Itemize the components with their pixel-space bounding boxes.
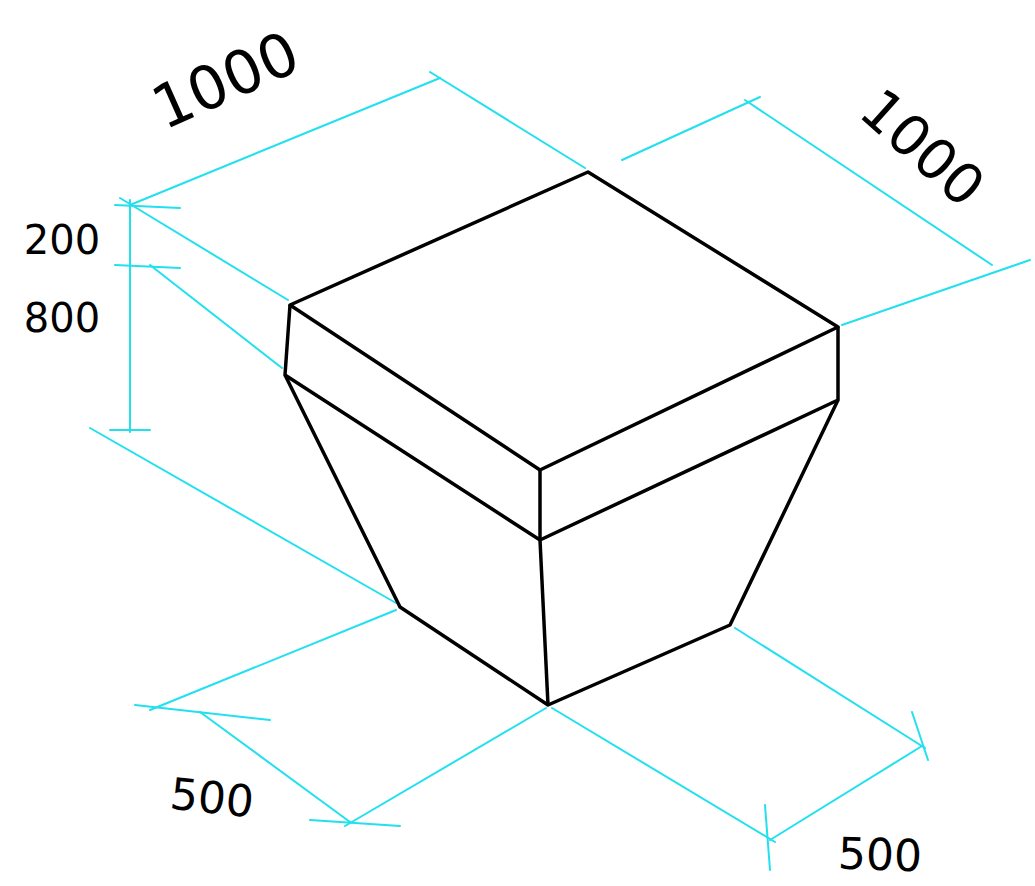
dimension-label: 500 [168, 772, 256, 825]
dimension-label: 500 [837, 832, 922, 879]
block-outline [285, 172, 838, 705]
dimension-lines [90, 72, 1030, 870]
dimension-label: 1000 [143, 22, 307, 139]
dimension-label: 1000 [850, 80, 993, 217]
dimension-label: 800 [24, 298, 100, 338]
dimension-label: 200 [24, 220, 100, 260]
